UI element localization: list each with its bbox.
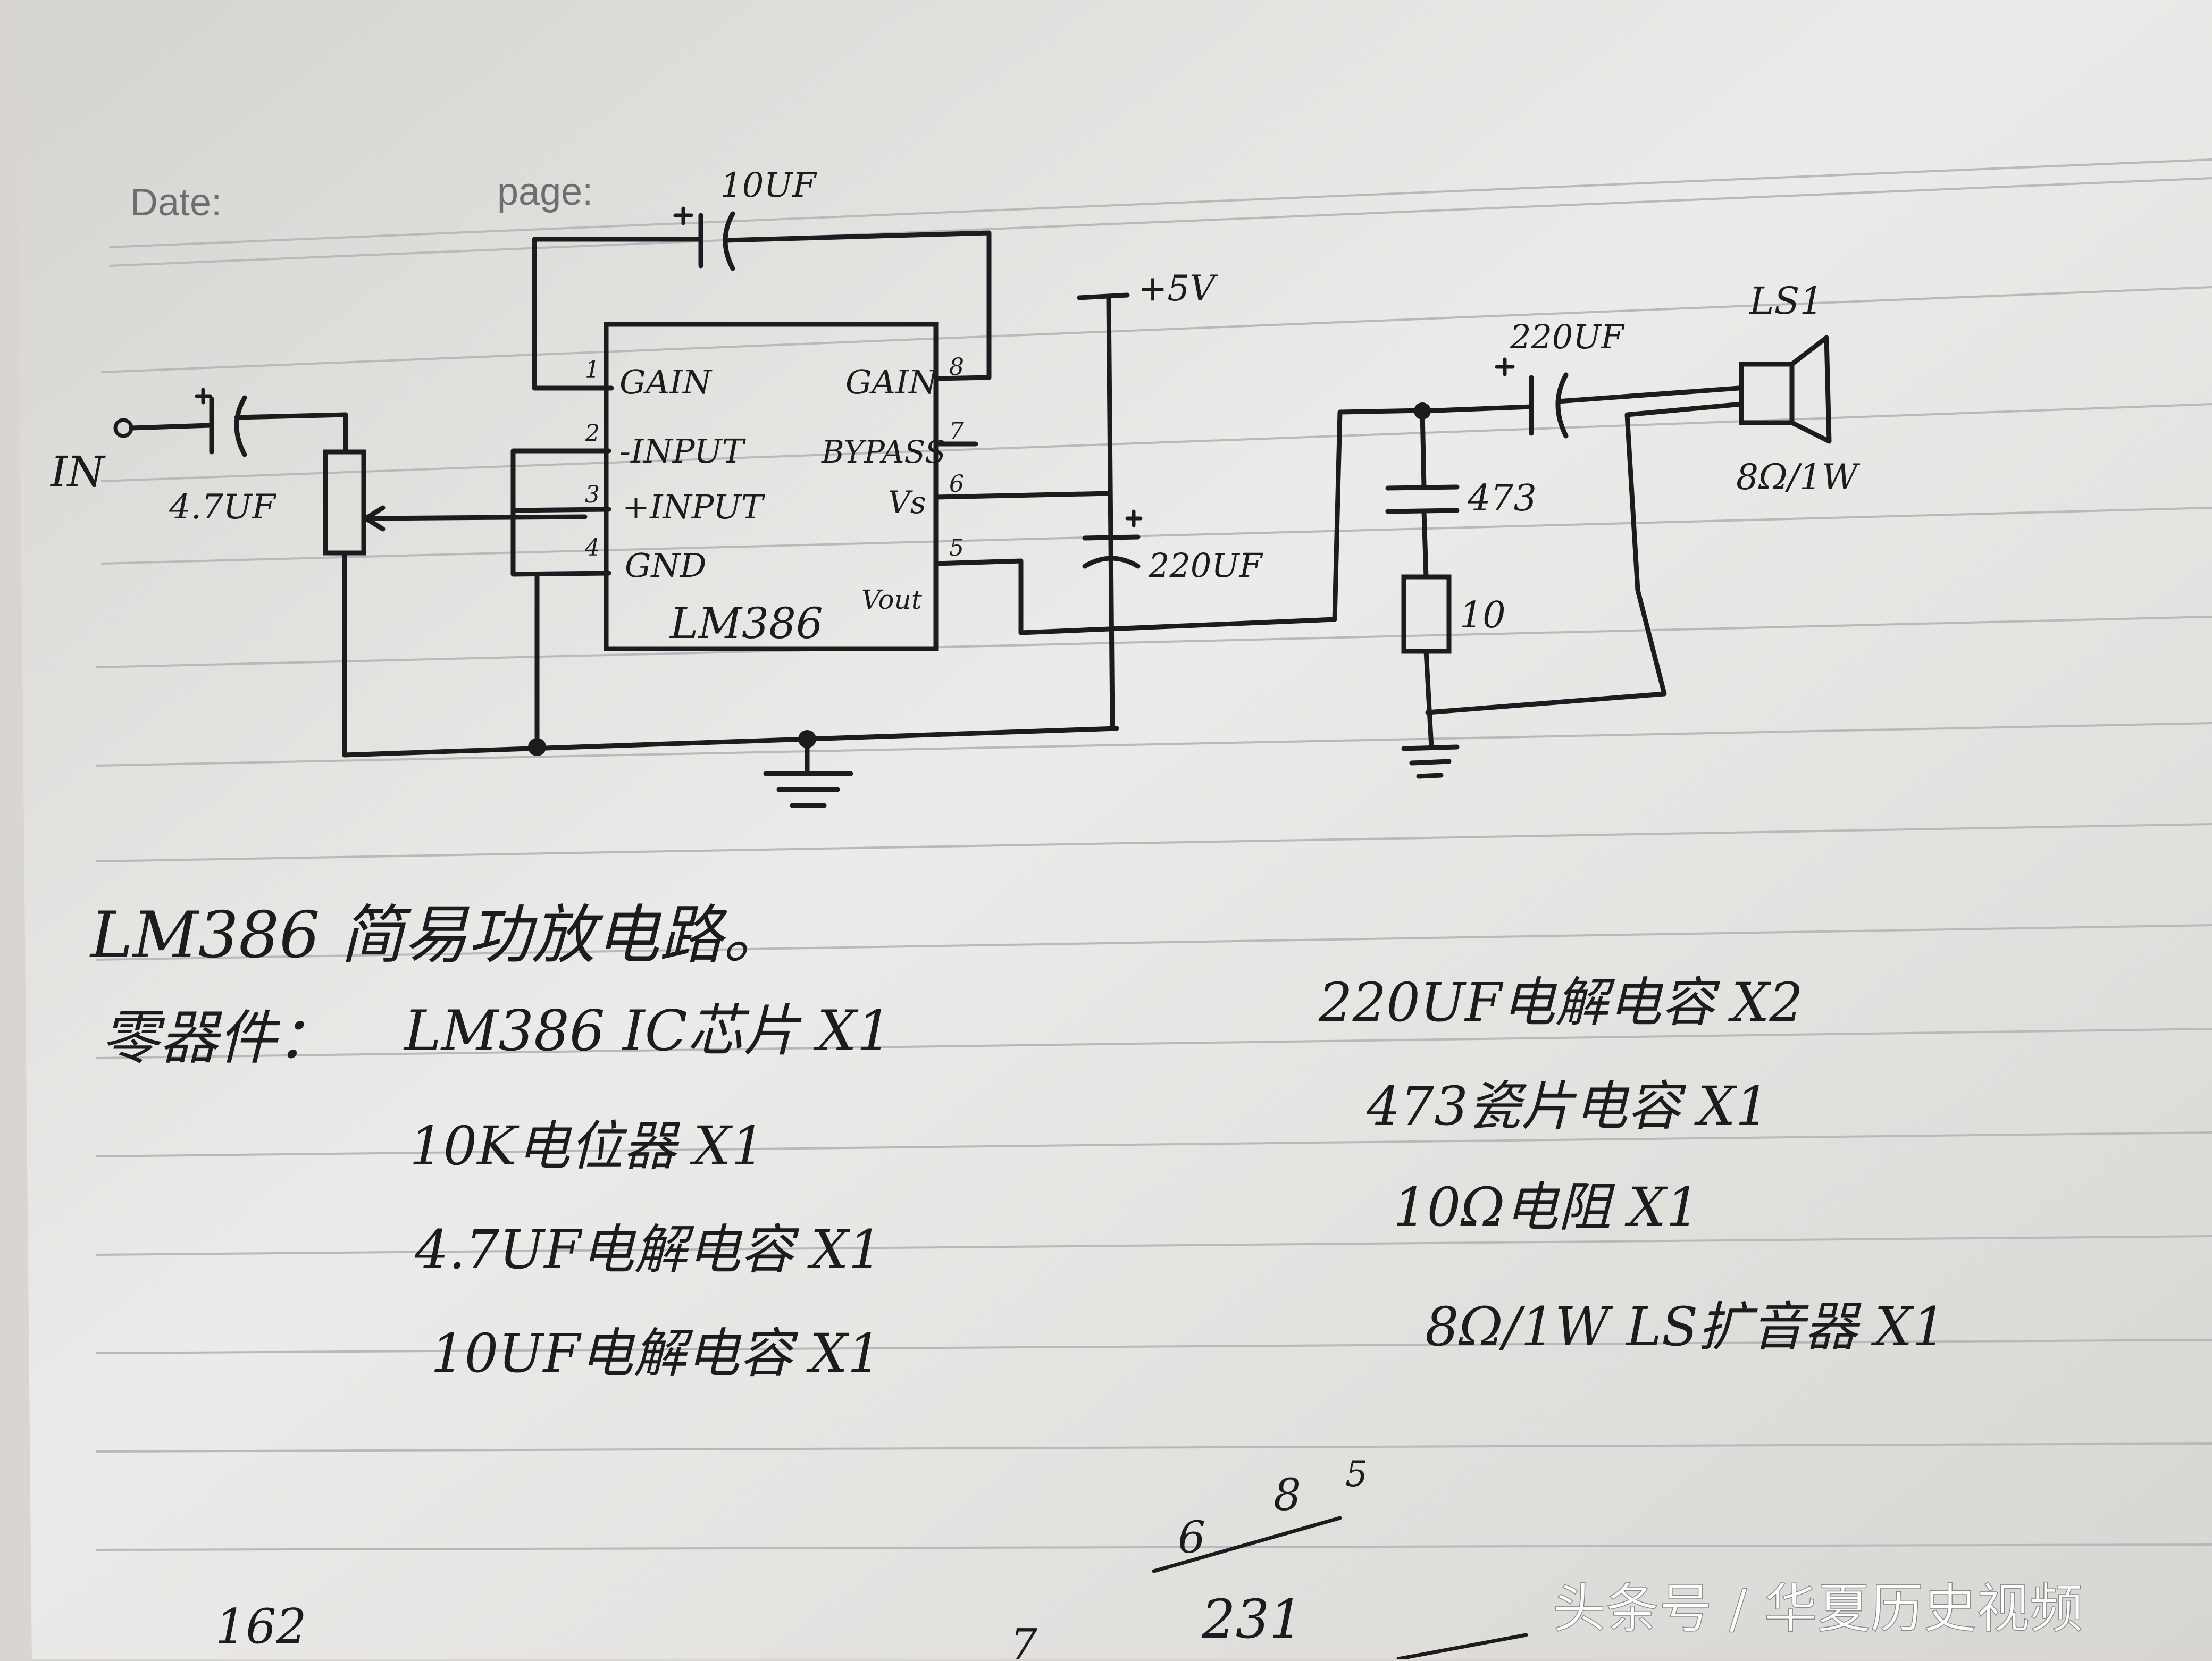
- scribble-6: 6: [1178, 1513, 1205, 1563]
- ruled-lines: [95, 158, 2212, 1551]
- ground-symbol-left: [763, 736, 853, 808]
- input-capacitor: [195, 388, 247, 457]
- scribble-162: 162: [215, 1599, 307, 1655]
- output-cap-label: 220UF: [1510, 317, 1625, 356]
- scribble-5: 5: [1345, 1454, 1368, 1495]
- right-part-2: 473瓷片电容 X1: [1366, 1075, 1769, 1137]
- left-part-1: LM386 IC芯片 X1: [403, 999, 892, 1063]
- lm386-chip: [604, 322, 939, 651]
- pin-gain8-label: GAIN: [845, 363, 939, 401]
- right-part-3: 10Ω电阻 X1: [1393, 1176, 1700, 1238]
- watermark: 头条号 / 华夏历史视频: [1553, 1578, 2083, 1640]
- pin7-number: 7: [949, 417, 964, 444]
- chip-name-label: LM386: [669, 599, 823, 648]
- ground-symbol-right: [1401, 726, 1460, 779]
- pin-gnd-label: GND: [625, 546, 707, 585]
- input-cap-label: 4.7UF: [169, 488, 277, 527]
- right-part-1: 220UF电解电容 X2: [1318, 971, 1803, 1034]
- pin-minus-input-label: -INPUT: [619, 432, 747, 471]
- bottom-scribbles: 6 8 5 231 162 7: [215, 1454, 1528, 1661]
- paper-sheet: [16, 0, 2212, 1659]
- pin6-number: 6: [949, 471, 964, 498]
- scribble-8: 8: [1273, 1470, 1301, 1521]
- speaker-rating-label: 8Ω/1W: [1736, 457, 1861, 498]
- speaker-ref-label: LS1: [1748, 279, 1823, 323]
- pin-plus-input-label: +INPUT: [622, 488, 766, 526]
- parts-label: 零器件：: [101, 1004, 335, 1072]
- supply-cap-label: 220UF: [1148, 546, 1263, 585]
- snubber-resistor-label: 10: [1460, 594, 1506, 636]
- pin2-number: 2: [584, 420, 600, 447]
- speaker-symbol: [1739, 335, 1832, 444]
- left-part-2: 10K电位器 X1: [409, 1115, 765, 1177]
- parts-notes: LM386 简易功放电路。 零器件： LM386 IC芯片 X1 10K电位器 …: [89, 899, 1946, 1385]
- pin5-number: 5: [949, 534, 964, 561]
- scribble-7: 7: [1010, 1620, 1037, 1659]
- left-part-3: 4.7UF电解电容 X1: [414, 1219, 882, 1281]
- pin1-number: 1: [585, 356, 600, 383]
- pin-vs-label: Vs: [888, 484, 926, 521]
- date-label: Date:: [130, 181, 222, 224]
- scribble-231: 231: [1201, 1588, 1303, 1650]
- pin4-number: 4: [584, 534, 600, 561]
- right-part-4: 8Ω/1W LS扩音器 X1: [1425, 1296, 1946, 1358]
- left-part-4: 10UF电解电容 X1: [431, 1322, 882, 1385]
- pin-bypass-label: BYPASS: [821, 434, 946, 470]
- circuit-title: LM386 简易功放电路。: [89, 899, 787, 972]
- gain-cap-label: 10UF: [720, 166, 817, 205]
- pin-gain1-label: GAIN: [619, 363, 713, 401]
- snubber-cap-label: 473: [1467, 477, 1537, 519]
- pin-vout-label: Vout: [861, 584, 923, 615]
- circuit-schematic: IN 4.7UF LM386 GAIN -INPUT +INPUT GND 1 …: [49, 166, 1861, 808]
- supply-label: +5V: [1138, 268, 1218, 309]
- pin3-number: 3: [585, 481, 600, 508]
- in-label: IN: [49, 447, 106, 497]
- page-label: page:: [497, 171, 593, 213]
